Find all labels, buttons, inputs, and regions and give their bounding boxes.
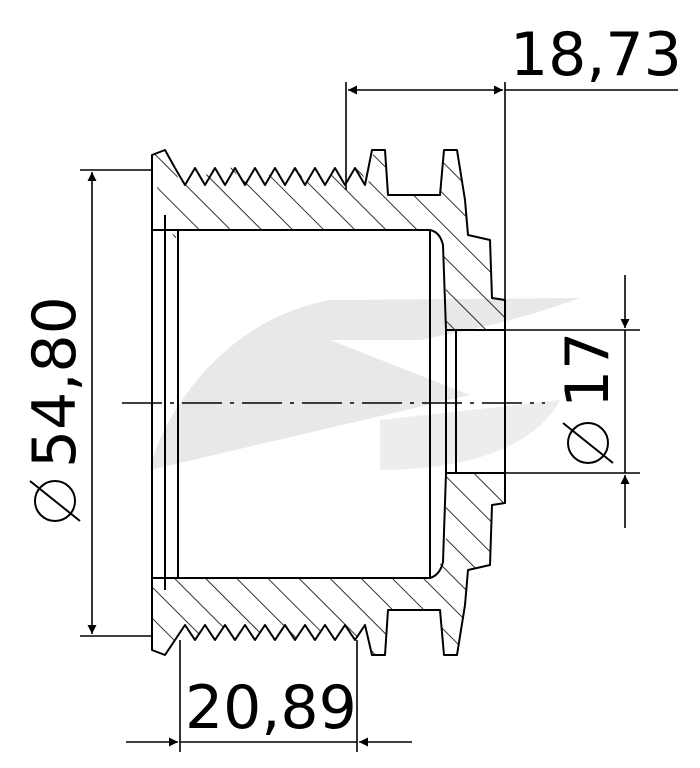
outer-diameter-dimension: 54,80 bbox=[20, 169, 152, 637]
bore-diameter-label: 17 bbox=[553, 332, 623, 408]
lower-section-fill bbox=[152, 473, 505, 655]
bore-body bbox=[151, 215, 506, 590]
total-length-dimension: 18,73 bbox=[345, 20, 682, 300]
groove-width-label: 20,89 bbox=[185, 673, 357, 743]
upper-section bbox=[151, 149, 506, 331]
lower-section bbox=[151, 472, 506, 656]
groove-width-dimension: 20,89 bbox=[126, 640, 412, 752]
watermark-logo bbox=[150, 298, 580, 470]
diameter-symbol-icon bbox=[34, 480, 76, 522]
outer-diameter-label: 54,80 bbox=[20, 296, 90, 468]
bore-diameter-dimension: 17 bbox=[505, 275, 640, 528]
diameter-symbol-icon bbox=[567, 422, 609, 464]
total-length-label: 18,73 bbox=[510, 20, 682, 90]
